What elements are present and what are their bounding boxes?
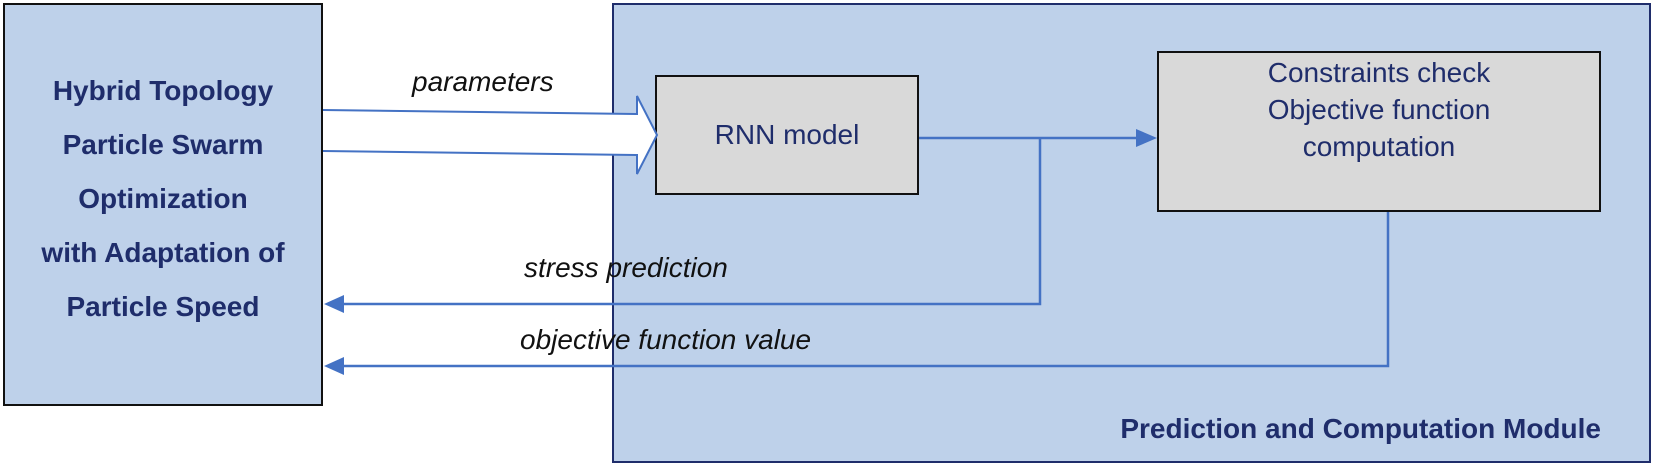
optimizer-box: Hybrid Topology Particle Swarm Optimizat…: [3, 3, 323, 406]
stress-prediction-line: [344, 138, 1042, 306]
constraints-line: Constraints check: [1267, 57, 1491, 88]
optimizer-line: Hybrid Topology: [52, 74, 274, 106]
optimizer-line: Particle Swarm: [62, 128, 264, 160]
optimizer-line: Optimization: [78, 182, 248, 214]
objective-value-line: [344, 212, 1390, 368]
optimizer-line: with Adaptation of: [41, 236, 285, 268]
objective-value-label: objective function value: [520, 324, 812, 355]
rnn-to-constraints-arrowhead: [1136, 129, 1157, 147]
objective-value-arrowhead: [324, 357, 344, 375]
parameters-arrow: [322, 95, 659, 175]
stress-prediction-label: stress prediction: [524, 252, 728, 283]
module-title: Prediction and Computation Module: [1120, 413, 1601, 444]
optimizer-line: Particle Speed: [66, 290, 260, 322]
rnn-model-label: RNN model: [714, 119, 860, 150]
parameters-label: parameters: [412, 66, 554, 97]
rnn-model-box: RNN model: [655, 75, 919, 195]
constraints-box: Constraints check Objective function com…: [1157, 51, 1601, 212]
stress-prediction-arrowhead: [324, 295, 344, 313]
constraints-line: computation: [1302, 131, 1456, 162]
constraints-line: Objective function: [1267, 94, 1491, 125]
